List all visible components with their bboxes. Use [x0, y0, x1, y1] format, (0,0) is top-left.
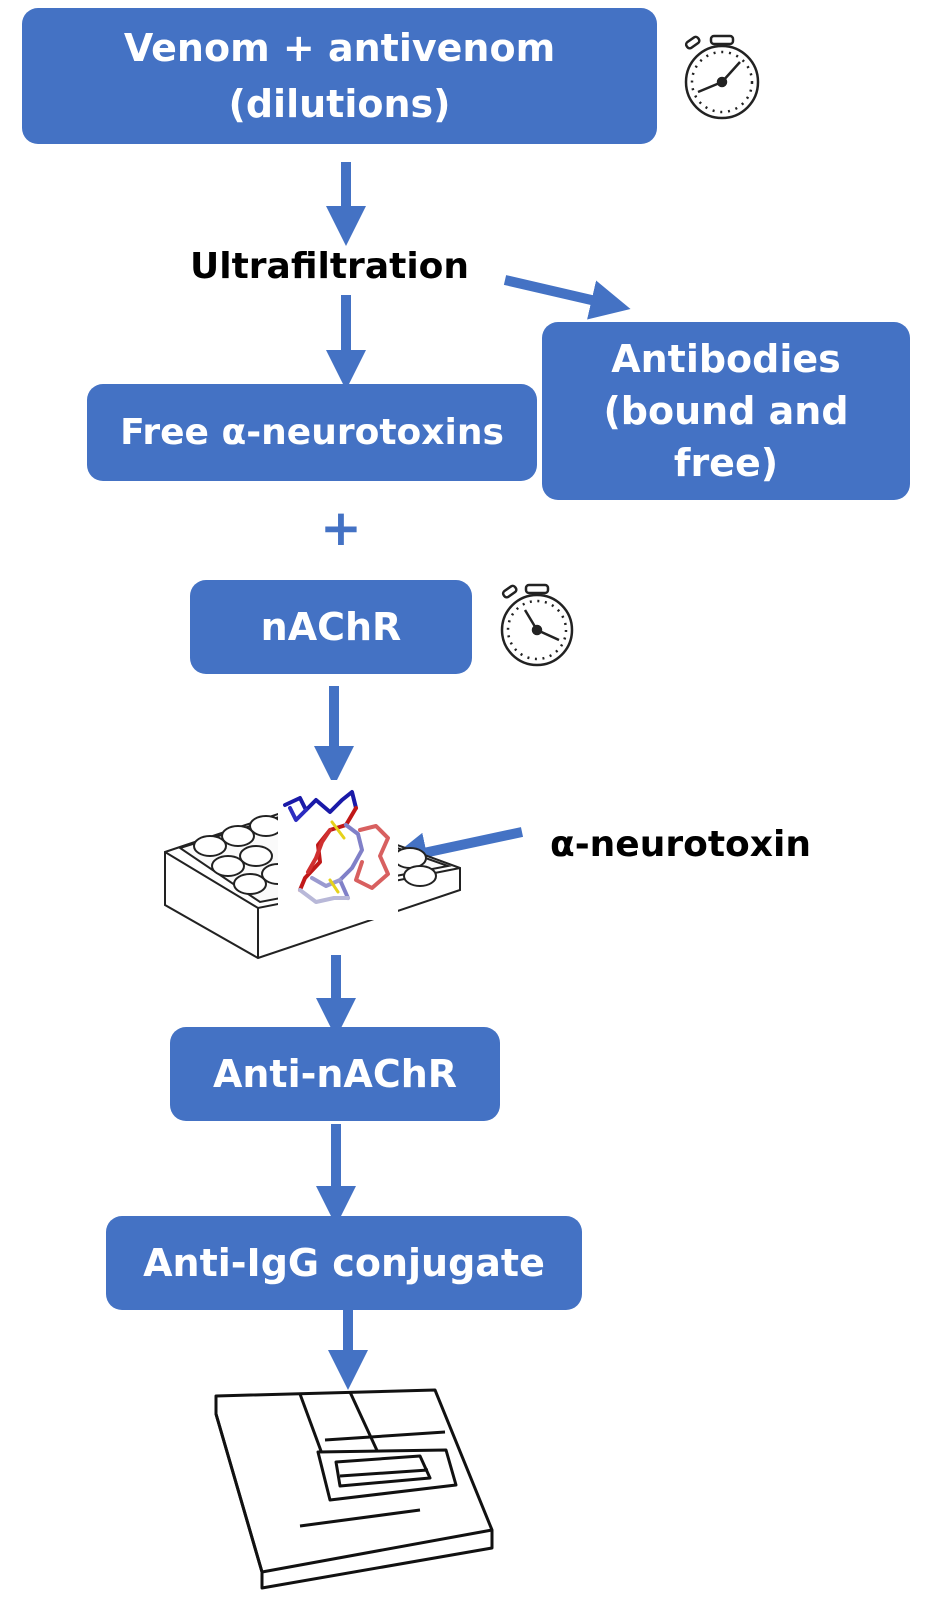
antibodies-box: Antibodies (bound and free)	[542, 322, 910, 500]
venom-antivenom-box: Venom + antivenom (dilutions)	[22, 8, 657, 144]
nachr-label: nAChR	[260, 605, 402, 649]
nachr-box: nAChR	[190, 580, 472, 674]
anti-nachr-box: Anti-nAChR	[170, 1027, 500, 1121]
protein-structure-icon	[278, 780, 398, 920]
venom-antivenom-line2: (dilutions)	[228, 82, 451, 126]
stopwatch-icon	[500, 583, 574, 667]
arrow-ultrafiltration-to-antibodies	[503, 275, 631, 320]
antibodies-line2: (bound and	[603, 389, 849, 433]
venom-antivenom-line1: Venom + antivenom	[123, 26, 556, 70]
neurotoxin-label: α-neurotoxin	[550, 824, 811, 865]
free-neurotoxins-box: Free α-neurotoxins	[87, 384, 537, 481]
anti-nachr-label: Anti-nAChR	[212, 1052, 458, 1096]
plus-sign: +	[320, 499, 362, 557]
anti-igg-conjugate-label: Anti-IgG conjugate	[143, 1241, 545, 1285]
free-neurotoxins-label: Free α-neurotoxins	[120, 412, 504, 453]
antibodies-line1: Antibodies	[611, 337, 841, 381]
stopwatch-icon	[684, 34, 760, 120]
flow-arrows	[314, 162, 631, 1390]
anti-igg-conjugate-box: Anti-IgG conjugate	[106, 1216, 582, 1310]
plate-reader-icon	[214, 1388, 494, 1590]
antibodies-line3: free)	[673, 441, 779, 485]
ultrafiltration-label: Ultrafiltration	[190, 246, 470, 287]
